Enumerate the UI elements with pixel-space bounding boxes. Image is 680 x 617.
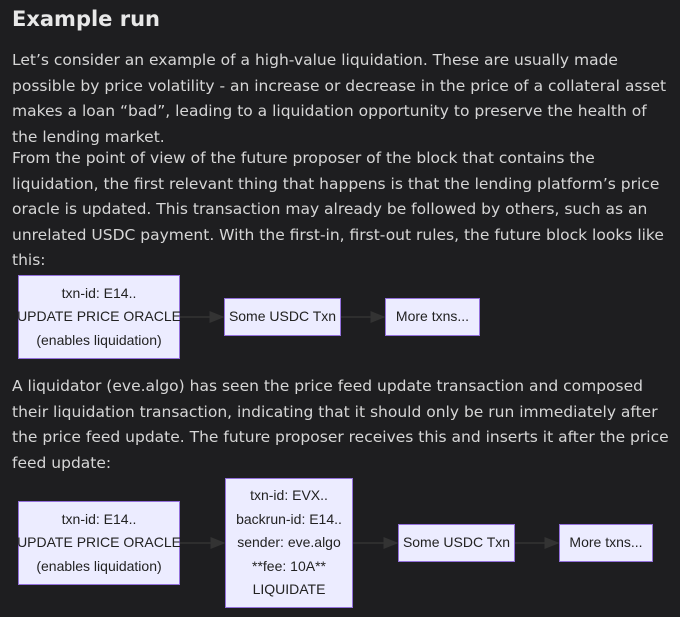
node-line-note: (enables liquidation) <box>36 557 162 574</box>
node-label: Some USDC Txn <box>228 308 337 325</box>
node-label: More txns... <box>569 534 643 551</box>
node-liquidate: txn-id: EVX.. backrun-id: E14.. sender: … <box>225 478 353 608</box>
node-some-usdc-txn: Some USDC Txn <box>224 298 341 336</box>
node-update-price-oracle: txn-id: E14.. UPDATE PRICE ORACLE (enabl… <box>17 275 181 359</box>
paragraph-proposer-view: From the point of view of the future pro… <box>12 149 664 269</box>
section-title: Example run <box>12 7 160 31</box>
node-label: Some USDC Txn <box>402 534 511 551</box>
node-line-backrun-id: backrun-id: E14.. <box>236 510 342 527</box>
node-more-txns: More txns... <box>385 298 480 336</box>
node-some-usdc-txn: Some USDC Txn <box>398 524 515 562</box>
node-line-txn-id: txn-id: E14.. <box>61 284 137 301</box>
node-line-action: UPDATE PRICE ORACLE <box>17 534 181 551</box>
node-line-txn-id: txn-id: EVX.. <box>250 487 328 504</box>
node-line-txn-id: txn-id: E14.. <box>61 510 137 527</box>
node-line-fee: **fee: 10A** <box>252 557 326 574</box>
node-update-price-oracle: txn-id: E14.. UPDATE PRICE ORACLE (enabl… <box>17 501 181 585</box>
node-line-sender: sender: eve.algo <box>237 534 341 551</box>
node-more-txns: More txns... <box>559 524 653 562</box>
node-label: More txns... <box>395 308 470 325</box>
node-line-note: (enables liquidation) <box>36 331 162 348</box>
paragraph-intro: Let’s consider an example of a high-valu… <box>12 51 667 146</box>
node-line-action: LIQUIDATE <box>252 581 326 598</box>
node-line-action: UPDATE PRICE ORACLE <box>17 308 181 325</box>
paragraph-liquidator: A liquidator (eve.algo) has seen the pri… <box>12 377 669 472</box>
